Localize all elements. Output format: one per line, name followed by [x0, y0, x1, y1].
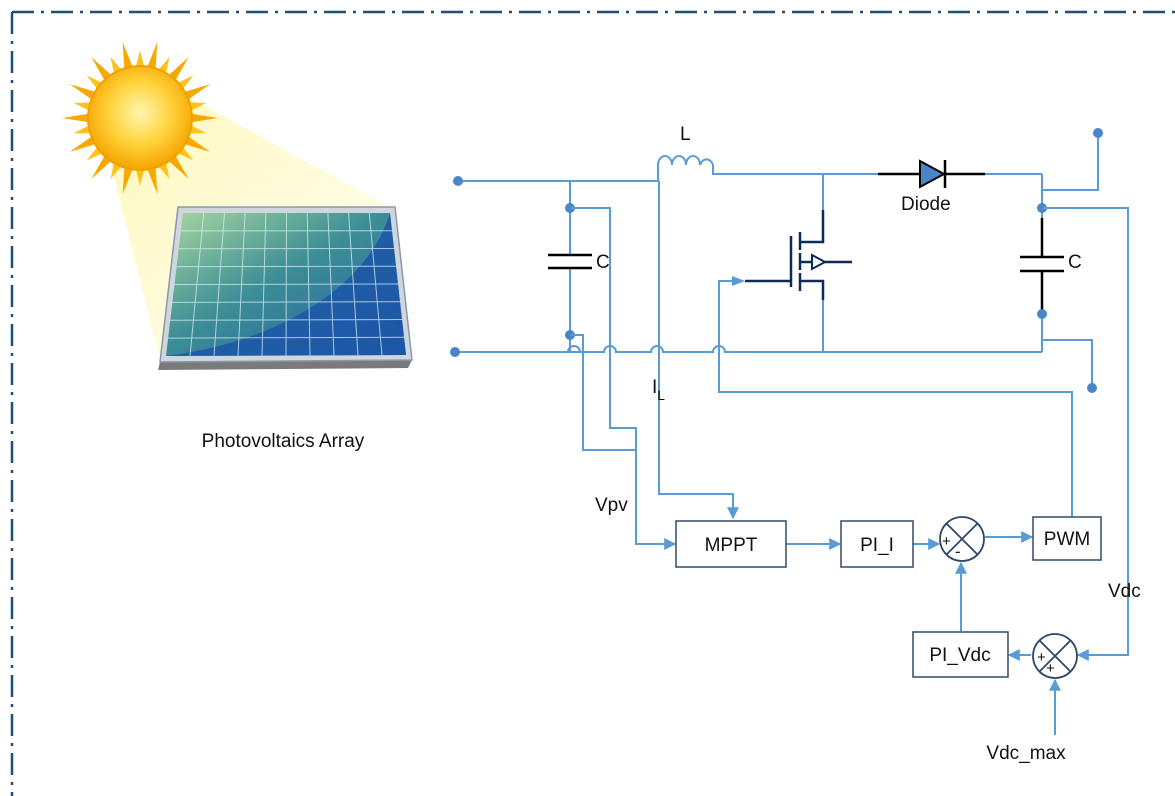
svg-text:PWM: PWM [1044, 529, 1090, 550]
power-stage: L Diode C C [450, 124, 1103, 393]
svg-text:-: - [955, 542, 961, 561]
pi-i-block: PI_I [840, 520, 914, 568]
photovoltaic-array-illustration [62, 41, 413, 370]
dc-voltage-ref-label: Vdc_max [986, 743, 1066, 764]
inductor-symbol [657, 155, 714, 166]
svg-text:MPPT: MPPT [705, 535, 758, 556]
svg-text:PI_I: PI_I [860, 535, 894, 556]
input-capacitor-label: C [596, 252, 610, 273]
diode-icon [919, 159, 947, 189]
dc-voltage-label: Vdc [1108, 581, 1141, 602]
diode-label: Diode [901, 194, 951, 215]
svg-text:+: + [942, 533, 951, 550]
svg-text:PI_Vdc: PI_Vdc [929, 645, 990, 666]
svg-text:+: + [1046, 660, 1055, 677]
pv-array-label: Photovoltaics Array [202, 431, 365, 452]
pi-vdc-block: PI_Vdc [912, 631, 1009, 678]
mppt-block: MPPT [675, 520, 787, 568]
mosfet-switch-icon [732, 210, 852, 300]
output-capacitor-label: C [1068, 252, 1082, 273]
pwm-block: PWM [1032, 516, 1102, 561]
inductor-label: L [680, 124, 691, 145]
solar-panel-icon [158, 206, 413, 370]
svg-text:+: + [1037, 649, 1046, 666]
control-wiring [570, 181, 1129, 735]
inductor-current-label: IL [652, 377, 665, 403]
voltage-summing-junction: + + [1032, 633, 1078, 679]
current-summing-junction: + - [939, 516, 985, 562]
diagram-border [10, 10, 1175, 796]
pv-voltage-label: Vpv [595, 495, 628, 516]
